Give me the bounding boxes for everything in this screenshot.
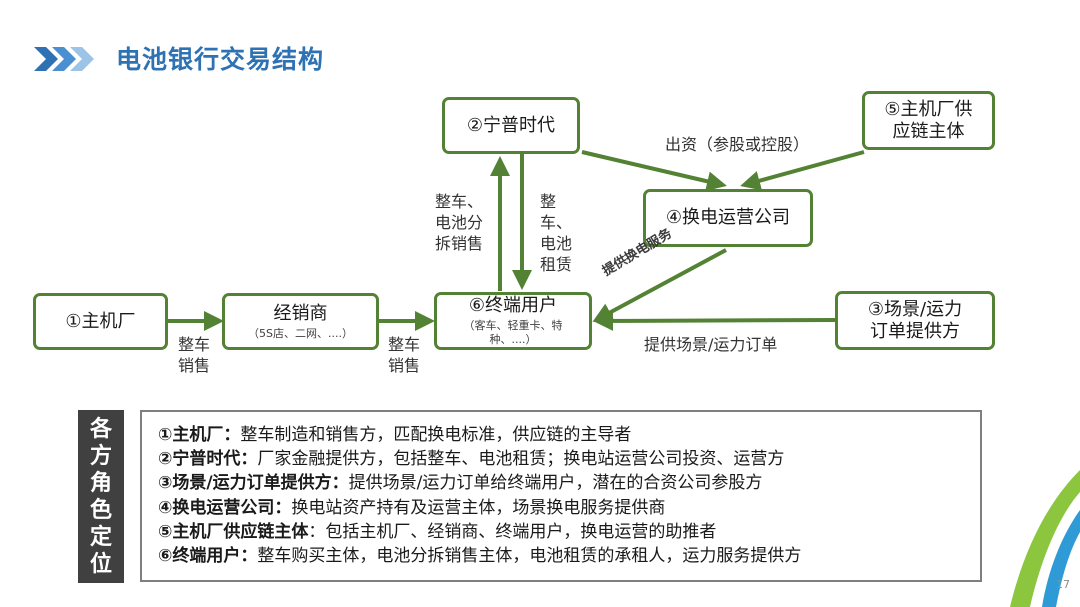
arrow-supplier-swap — [740, 150, 865, 191]
arrow-catl-swap — [581, 150, 727, 192]
role-item: ④换电运营公司：换电站资产持有及运营主体，场景换电服务提供商 — [158, 497, 666, 518]
node-enduser-sub: （客车、轻重卡、特种、....） — [463, 319, 563, 346]
node-catl-label: ②宁普时代 — [466, 114, 556, 136]
label-invest: 出资（参股或控股） — [665, 135, 810, 154]
node-scene-label: ③场景/运力订单提供方 — [867, 298, 963, 342]
node-oem-label: ①主机厂 — [65, 310, 136, 332]
roles-heading-box: 各方角色定位 — [78, 410, 124, 583]
label-oem-dealer: 整车销售 — [178, 335, 211, 375]
label-scene-orders: 提供场景/运力订单 — [644, 335, 778, 354]
node-dealer: 经销商 （5S店、二网、....） — [222, 293, 379, 350]
node-scene: ③场景/运力订单提供方 — [835, 291, 995, 350]
label-catl-user: 整车、电池租赁 — [540, 192, 573, 274]
node-dealer-label: 经销商 — [273, 302, 328, 324]
node-supplier-label: ⑤主机厂供应链主体 — [884, 98, 973, 142]
chevrons-icon — [34, 47, 94, 71]
page-number: 17 — [1056, 578, 1070, 591]
role-item: ②宁普时代：厂家金融提供方，包括整车、电池租赁；换电站运营公司投资、运营方 — [158, 449, 785, 470]
node-enduser: ⑥终端用户 （客车、轻重卡、特种、....） — [434, 292, 592, 350]
node-enduser-label: ⑥终端用户 — [468, 295, 558, 316]
page-title: 电池银行交易结构 — [116, 45, 325, 74]
role-item: ⑥终端用户：整车购买主体，电池分拆销售主体，电池租赁的承租人，运力服务提供方 — [158, 546, 802, 567]
arrow-scene-user — [593, 310, 836, 331]
node-swap: ④换电运营公司 — [643, 189, 813, 247]
node-dealer-sub: （5S店、二网、....） — [248, 326, 353, 340]
node-oem: ①主机厂 — [33, 293, 168, 350]
label-dealer-user: 整车销售 — [388, 335, 421, 375]
node-swap-label: ④换电运营公司 — [665, 207, 791, 228]
node-supplier: ⑤主机厂供应链主体 — [862, 91, 995, 150]
roles-heading: 各方角色定位 — [89, 416, 112, 577]
corner-swoosh-decoration — [1010, 470, 1080, 607]
role-item: ③场景/运力订单提供方：提供场景/运力订单给终端用户，潜在的合资公司参股方 — [158, 473, 763, 494]
role-item: ①主机厂：整车制造和销售方，匹配换电标准，供应链的主导者 — [158, 425, 632, 445]
node-catl: ②宁普时代 — [442, 97, 580, 154]
roles-box: ①主机厂：整车制造和销售方，匹配换电标准，供应链的主导者 ②宁普时代：厂家金融提… — [140, 410, 982, 582]
arrow-swap-user — [592, 248, 727, 322]
label-user-catl: 整车、电池分拆销售 — [435, 192, 484, 253]
role-item: ⑤主机厂供应链主体：包括主机厂、经销商、终端用户，换电运营的助推者 — [158, 521, 717, 542]
